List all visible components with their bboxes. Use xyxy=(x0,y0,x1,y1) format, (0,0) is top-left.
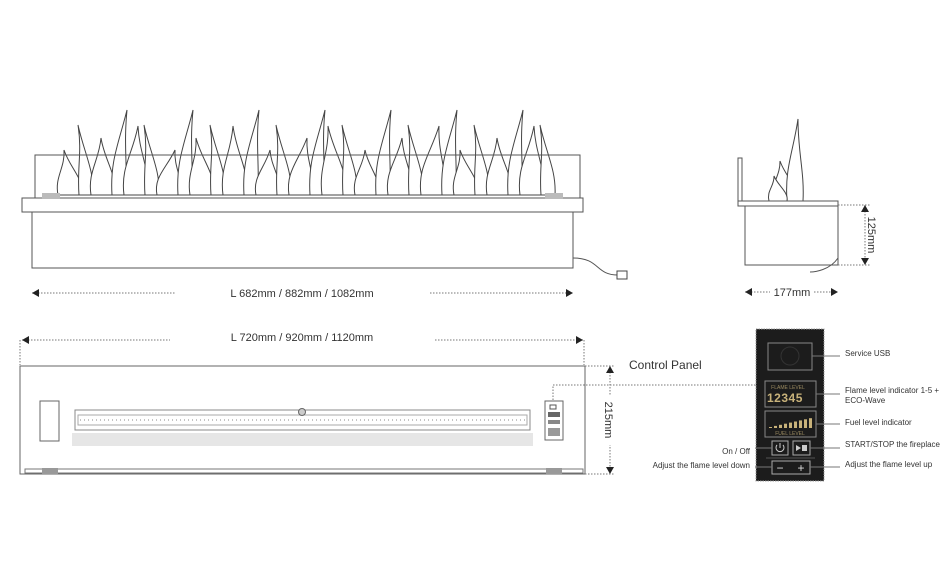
bottom-rail xyxy=(24,468,584,474)
glass-bracket xyxy=(42,193,60,199)
label-service-usb: Service USB xyxy=(845,349,890,358)
side-glass xyxy=(737,157,743,206)
label-adjust-up: Adjust the flame level up xyxy=(845,460,933,469)
front-length-label: L 682mm / 882mm / 1082mm xyxy=(230,288,373,300)
glass-bracket xyxy=(545,193,563,199)
fuel-bar xyxy=(769,427,772,428)
side-cord xyxy=(809,257,839,273)
label-bg xyxy=(604,395,616,445)
dimension-arrows xyxy=(861,205,869,265)
shade-bar xyxy=(72,433,533,446)
flame-level-title: FLAME LEVEL xyxy=(771,385,805,391)
control-panel-title: Control Panel xyxy=(629,358,702,372)
flame-level-digits: 12345 xyxy=(767,391,803,405)
flame-up-button[interactable]: + xyxy=(797,461,804,475)
label-flame-indicator: Flame level indicator 1-5 + xyxy=(845,386,939,395)
leader-lines xyxy=(755,355,840,468)
control-panel xyxy=(755,328,825,482)
flame-shape xyxy=(786,118,804,202)
fuel-bar xyxy=(804,419,807,428)
fuel-level-bars xyxy=(769,418,812,428)
power-icon xyxy=(775,443,785,453)
power-cord xyxy=(572,257,619,276)
side-height-label: 125mm xyxy=(865,217,877,254)
top-plate xyxy=(21,197,584,213)
rail-foot xyxy=(42,468,58,474)
label-adjust-down: Adjust the flame level down xyxy=(653,461,750,470)
mini-usb xyxy=(549,404,557,410)
label-bg xyxy=(770,284,814,298)
top-length-label: L 720mm / 920mm / 1120mm xyxy=(231,332,373,344)
mini-fuel xyxy=(548,420,560,424)
side-body xyxy=(744,205,839,266)
fuel-bar xyxy=(809,418,812,428)
burner-slot xyxy=(77,414,528,426)
label-flame-indicator-2: ECO-Wave xyxy=(845,396,886,405)
mini-display xyxy=(548,412,560,417)
fuel-bar xyxy=(774,425,777,428)
flame-shape xyxy=(539,124,556,196)
label-start-stop: START/STOP the fireplace xyxy=(845,440,941,449)
flames-front xyxy=(56,109,556,196)
leader-line xyxy=(552,384,757,400)
usb-cover-icon xyxy=(780,346,800,366)
stop-icon xyxy=(802,445,807,451)
firebox-body xyxy=(31,211,574,269)
top-view: L 720mm / 920mm / 1120mm 215mm Control P… xyxy=(19,332,757,475)
flame-down-button[interactable]: − xyxy=(776,461,783,475)
flame-shape xyxy=(767,175,788,202)
flames-side xyxy=(767,118,804,202)
filler-cap xyxy=(39,400,60,442)
top-height-label: 215mm xyxy=(602,402,614,439)
fuel-bar xyxy=(779,424,782,428)
fuel-bar xyxy=(794,421,797,428)
side-top-plate xyxy=(737,200,839,207)
side-view: 125mm 177mm xyxy=(737,118,877,299)
rail-foot xyxy=(546,468,562,474)
fuel-bar xyxy=(799,420,802,428)
fuel-level-title: FUEL LEVEL xyxy=(775,431,805,437)
mini-buttons xyxy=(548,428,560,436)
front-view: L 682mm / 882mm / 1082mm xyxy=(21,109,628,300)
label-on-off: On / Off xyxy=(722,447,751,456)
plug-icon xyxy=(616,270,628,280)
fuel-bar xyxy=(784,423,787,428)
side-depth-label: 177mm xyxy=(774,287,811,299)
label-fuel-indicator: Fuel level indicator xyxy=(845,418,912,427)
control-panel-detail: FLAME LEVEL 12345 FUEL LEVEL − + Service… xyxy=(653,328,941,482)
fuel-bar xyxy=(789,422,792,428)
play-icon xyxy=(796,445,801,451)
burner-sensor xyxy=(298,408,306,416)
